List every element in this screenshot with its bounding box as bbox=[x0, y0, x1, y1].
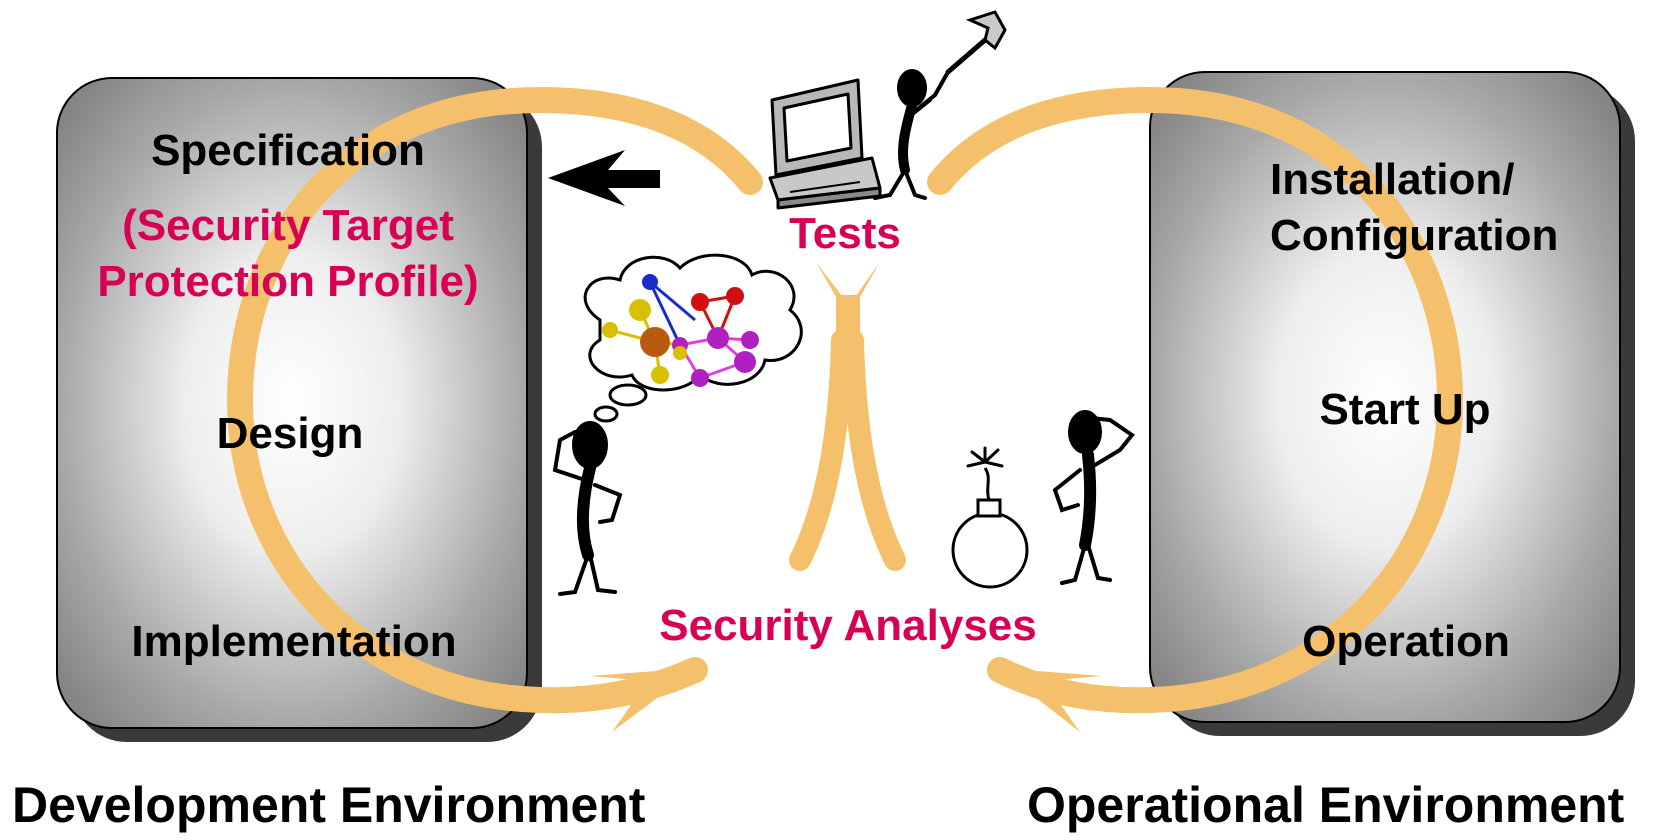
tests-label: Tests bbox=[789, 209, 901, 258]
hammer-figure-icon bbox=[873, 10, 1007, 200]
op-step-operation: Operation bbox=[1302, 617, 1510, 666]
puzzled-figure-icon bbox=[1052, 410, 1135, 585]
thinking-figure-icon bbox=[552, 421, 623, 596]
dev-step-security-target: (Security Target bbox=[122, 201, 454, 250]
dev-step-protection-profile: Protection Profile) bbox=[97, 257, 478, 306]
molecule-thought-icon bbox=[583, 253, 803, 434]
analysis-to-tests-arrow bbox=[789, 262, 906, 571]
operational-loop-arrow bbox=[927, 86, 1464, 732]
back-arrow-icon bbox=[548, 150, 660, 206]
operational-box bbox=[1149, 71, 1635, 736]
dev-step-specification: Specification bbox=[151, 126, 425, 175]
computer-icon bbox=[768, 78, 882, 210]
dev-step-design: Design bbox=[217, 409, 364, 458]
development-loop-arrow bbox=[226, 86, 763, 732]
operational-environment-caption: Operational Environment bbox=[1027, 777, 1625, 833]
development-box bbox=[56, 77, 542, 742]
op-step-configuration: Configuration bbox=[1270, 211, 1558, 260]
dev-step-implementation: Implementation bbox=[131, 617, 456, 666]
bomb-icon bbox=[951, 446, 1029, 589]
development-environment-caption: Development Environment bbox=[12, 777, 646, 833]
security-analyses-label: Security Analyses bbox=[659, 601, 1036, 650]
op-step-installation: Installation/ bbox=[1270, 155, 1514, 204]
op-step-start-up: Start Up bbox=[1319, 385, 1490, 434]
